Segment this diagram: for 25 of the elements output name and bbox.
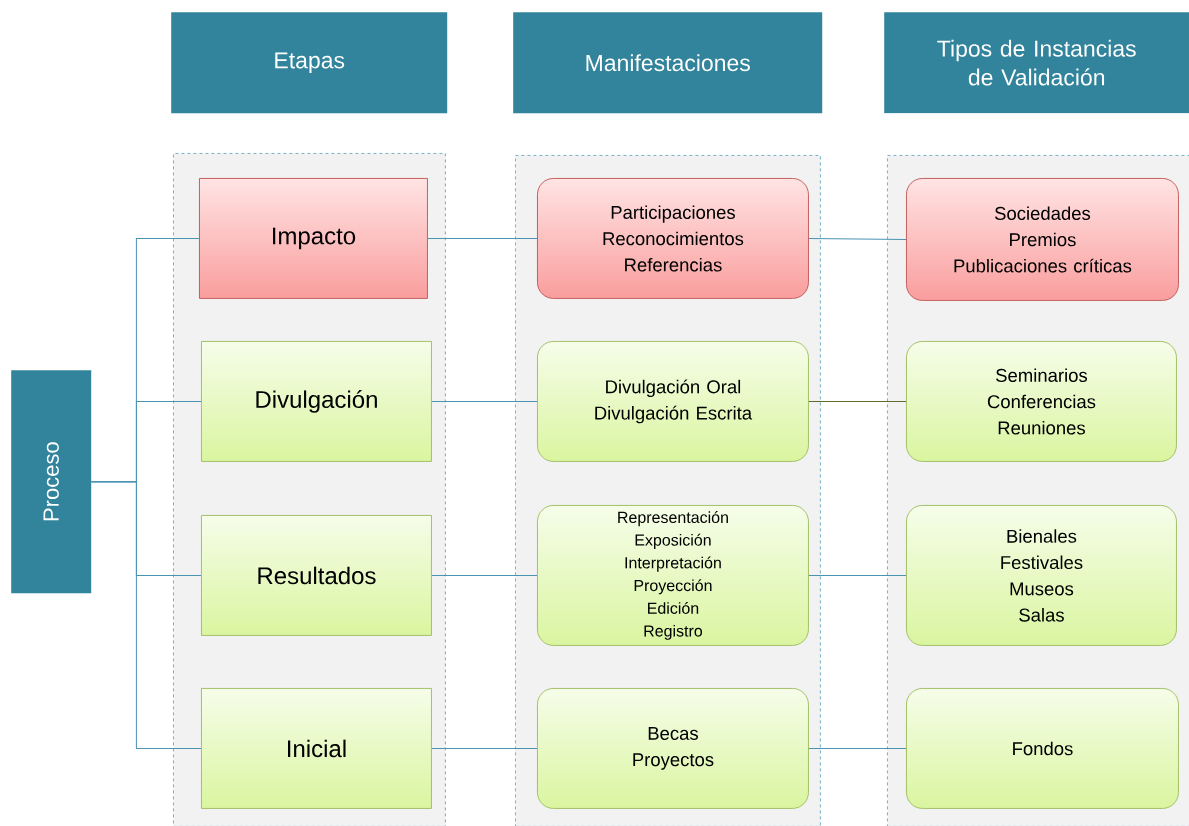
item-box: Sociedades Premios Publicaciones críticas [906, 178, 1179, 301]
stage-box: Inicial [201, 688, 432, 809]
stage-box: Resultados [201, 515, 432, 636]
connector-line [427, 237, 538, 239]
stage-box: Divulgación [201, 341, 432, 462]
connector-line [808, 237, 907, 240]
stage-box: Impacto [199, 178, 428, 299]
connector-line [431, 400, 538, 402]
column-header: Etapas [171, 12, 448, 114]
connector-line [90, 481, 202, 749]
connector-line [431, 574, 538, 576]
item-box: Fondos [906, 688, 1179, 809]
connector-line [431, 747, 538, 749]
connector-line [808, 747, 907, 749]
item-box: Seminarios Conferencias Reuniones [906, 341, 1177, 462]
column-header: Manifestaciones [513, 12, 823, 114]
connector-line [808, 574, 907, 576]
connector-line [808, 400, 907, 402]
side-label-box: Proceso [11, 370, 92, 594]
item-box: Divulgación Oral Divulgación Escrita [537, 341, 809, 462]
item-box: Bienales Festivales Museos Salas [906, 505, 1177, 646]
item-box: Participaciones Reconocimientos Referencias [537, 178, 809, 299]
column-header: Tipos de Instancias de Validación [884, 12, 1189, 114]
item-box: Becas Proyectos [537, 688, 809, 809]
item-box: Representación Exposición Interpretación Proyección Edición Registro [537, 505, 809, 646]
